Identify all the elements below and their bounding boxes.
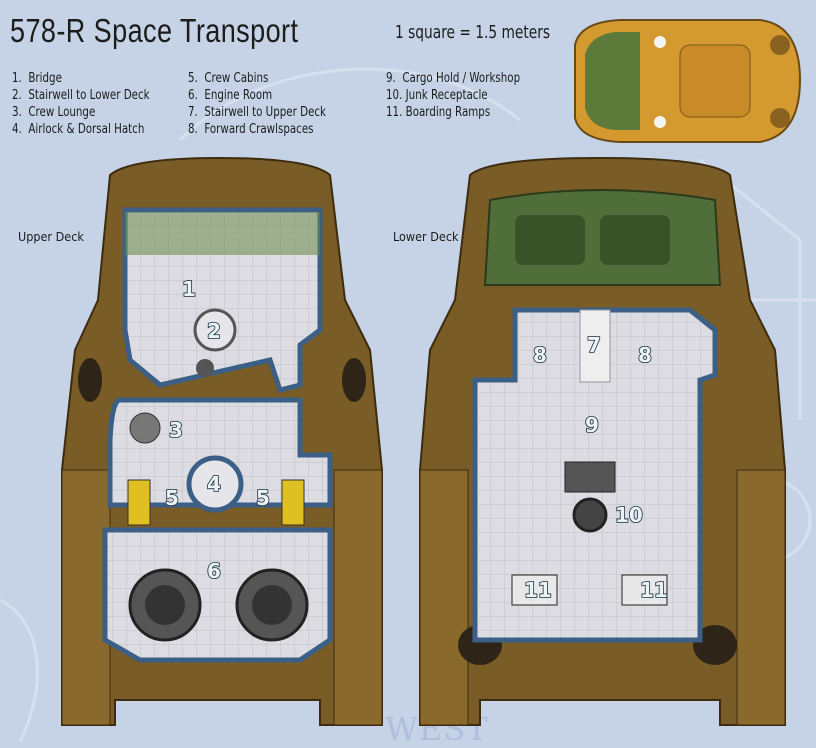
legend-column-2: 5. Crew Cabins 6. Engine Room 7. Stairwe…: [188, 70, 326, 138]
legend-column-1: 1. Bridge 2. Stairwell to Lower Deck 3. …: [12, 70, 150, 138]
room-number-crew-cabin: 5: [256, 486, 270, 510]
legend-item: 2. Stairwell to Lower Deck: [12, 88, 150, 103]
room-number-boarding-ramp: 11: [640, 578, 668, 602]
room-number-crawlspace: 8: [533, 343, 547, 367]
map-scale: 1 square = 1.5 meters: [395, 22, 551, 43]
room-number-crew-lounge: 3: [169, 418, 183, 442]
legend-item: 5. Crew Cabins: [188, 71, 269, 86]
upper-deck-label: Upper Deck: [18, 229, 84, 244]
room-number-stairwell-upper: 7: [587, 333, 601, 357]
room-number-crew-cabin: 5: [165, 486, 179, 510]
legend-item: 7. Stairwell to Upper Deck: [188, 105, 326, 120]
ship-exterior-image: [574, 19, 802, 143]
room-number-junk-receptacle: 10: [615, 503, 643, 527]
room-number-engine-room: 6: [207, 559, 221, 583]
legend-item: 8. Forward Crawlspaces: [188, 122, 314, 137]
legend-item: 9. Cargo Hold / Workshop: [386, 71, 521, 86]
room-number-crawlspace: 8: [638, 343, 652, 367]
legend-column-3: 9. Cargo Hold / Workshop 10. Junk Recept…: [386, 70, 520, 121]
room-number-airlock: 4: [207, 472, 221, 496]
room-number-stairwell-lower: 2: [207, 319, 221, 343]
legend-item: 3. Crew Lounge: [12, 105, 96, 120]
upper-deck-floor: [102, 207, 333, 663]
legend-item: 10. Junk Receptacle: [386, 88, 488, 103]
legend-item: 4. Airlock & Dorsal Hatch: [12, 122, 145, 137]
legend-item: 6. Engine Room: [188, 88, 273, 103]
lower-deck-floor: [472, 307, 718, 643]
legend-item: 11. Boarding Ramps: [386, 105, 491, 120]
room-number-bridge: 1: [182, 277, 196, 301]
lower-deck-label: Lower Deck: [393, 229, 459, 244]
legend-item: 1. Bridge: [12, 71, 62, 86]
room-number-boarding-ramp: 11: [524, 578, 552, 602]
map-title: 578-R Space Transport: [10, 12, 299, 49]
room-number-cargo-hold: 9: [585, 413, 599, 437]
